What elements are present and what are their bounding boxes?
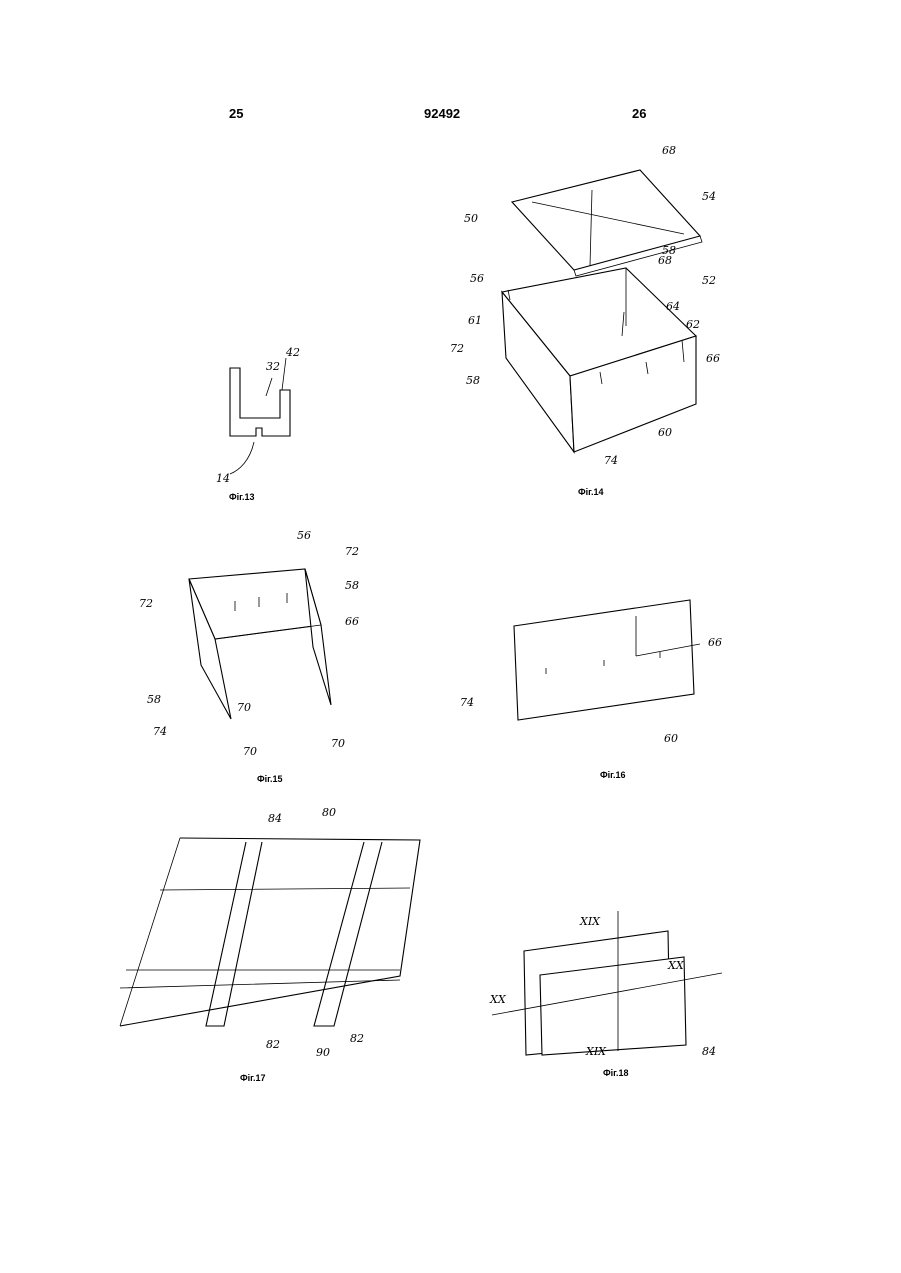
label-60: 60 xyxy=(658,426,672,439)
label-58-bottom: 58 xyxy=(466,374,480,387)
page-number-left: 25 xyxy=(229,106,243,121)
label-74: 74 xyxy=(460,696,474,709)
label-70-bottom: 70 xyxy=(243,745,257,758)
label-56: 56 xyxy=(470,272,484,285)
label-68: 68 xyxy=(662,144,676,157)
page-number-right: 26 xyxy=(632,106,646,121)
figure-13-drawing: 32 42 14 xyxy=(190,330,320,490)
label-84: 84 xyxy=(268,812,282,825)
figure-17-drawing: 84 80 82 90 82 xyxy=(100,800,430,1070)
label-70-center: 70 xyxy=(237,701,251,714)
label-74: 74 xyxy=(153,725,167,738)
label-XX-left: XX xyxy=(489,993,507,1006)
figure-18-drawing: XIX XX XX XIX 84 xyxy=(488,905,768,1065)
figure-15-drawing: 56 72 72 58 66 58 74 70 70 70 xyxy=(135,525,375,765)
label-14: 14 xyxy=(216,472,230,485)
label-58-left: 58 xyxy=(147,693,161,706)
figure-15-caption: Фіг.15 xyxy=(257,774,283,784)
label-66: 66 xyxy=(345,615,359,628)
label-72: 72 xyxy=(450,342,464,355)
label-64: 64 xyxy=(666,300,680,313)
label-74: 74 xyxy=(604,454,618,467)
label-56: 56 xyxy=(297,529,311,542)
label-68-inner: 68 xyxy=(658,254,672,267)
label-82-right: 82 xyxy=(350,1032,364,1045)
figure-16-caption: Фіг.16 xyxy=(600,770,626,780)
label-54: 54 xyxy=(702,190,716,203)
label-90: 90 xyxy=(316,1046,330,1059)
figure-13-caption: Фіг.13 xyxy=(229,492,255,502)
figure-16-drawing: 66 74 60 xyxy=(460,590,760,750)
figure-17-caption: Фіг.17 xyxy=(240,1073,266,1083)
label-52: 52 xyxy=(702,274,716,287)
label-32: 32 xyxy=(266,360,280,373)
label-60: 60 xyxy=(664,732,678,745)
label-70-right: 70 xyxy=(331,737,345,750)
label-66: 66 xyxy=(706,352,720,365)
label-XX-right: XX xyxy=(667,959,685,972)
label-82-left: 82 xyxy=(266,1038,280,1051)
label-84: 84 xyxy=(702,1045,716,1058)
label-62: 62 xyxy=(686,318,700,331)
label-XIX-bottom: XIX xyxy=(585,1045,607,1058)
label-80: 80 xyxy=(322,806,336,819)
label-42: 42 xyxy=(285,346,300,359)
figure-14-drawing: 68 54 50 58 68 56 52 64 61 62 72 66 58 6… xyxy=(450,140,730,480)
label-61: 61 xyxy=(468,314,482,327)
patent-number: 92492 xyxy=(424,106,460,121)
label-58-right: 58 xyxy=(345,579,359,592)
label-66: 66 xyxy=(708,636,722,649)
label-50: 50 xyxy=(464,212,478,225)
label-XIX-top: XIX xyxy=(579,915,601,928)
figure-14-caption: Фіг.14 xyxy=(578,487,604,497)
label-72-left: 72 xyxy=(139,597,153,610)
figure-18-caption: Фіг.18 xyxy=(603,1068,629,1078)
label-72-right: 72 xyxy=(345,545,359,558)
